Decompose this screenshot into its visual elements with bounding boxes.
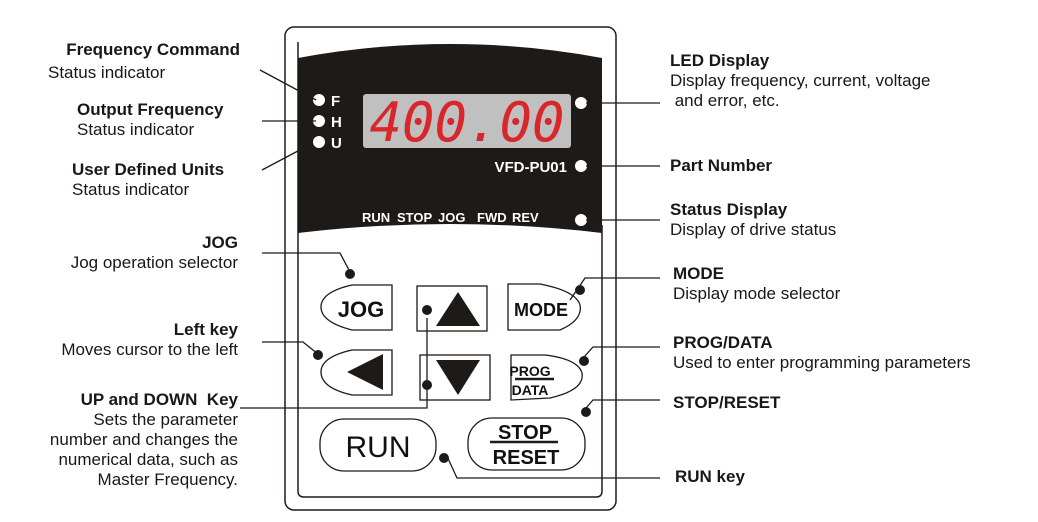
label-stop-reset: STOP/RESET [673, 393, 780, 413]
indicator-u-led [313, 136, 325, 148]
stop-key-label: STOP [498, 422, 552, 444]
indicator-h-led [313, 115, 325, 127]
label-title: MODE [673, 264, 724, 283]
down-arrow-icon [436, 360, 480, 395]
label-title: Frequency Command [66, 40, 240, 59]
label-part-number: Part Number [670, 156, 772, 176]
mode-key-label: MODE [514, 300, 568, 320]
label-led-display: LED Display Display frequency, current, … [670, 51, 930, 111]
status-rev: REV [512, 210, 539, 225]
status-run: RUN [362, 210, 390, 225]
keypad-inner-face [297, 42, 603, 498]
label-desc: Display frequency, current, voltage [670, 71, 931, 90]
indicator-h-label: H [331, 114, 342, 131]
data-key-label: DATA [512, 382, 549, 398]
indicator-f-label: F [331, 93, 340, 110]
label-desc: number and changes the [49, 430, 238, 449]
led-display-value: 400.00 [369, 91, 564, 154]
prog-key-label: PROG [509, 363, 550, 379]
label-title: Status Display [670, 200, 788, 219]
prog-data-key[interactable]: PROG DATA [509, 354, 583, 401]
label-title: JOG [202, 233, 238, 252]
label-title: Output Frequency [77, 100, 224, 119]
part-number-text: VFD-PU01 [494, 159, 567, 176]
label-title: Left key [173, 320, 238, 339]
indicator-f-led [313, 94, 325, 106]
label-title: RUN key [675, 467, 745, 486]
label-up-down-key: UP and DOWN Key Sets the parameter numbe… [50, 390, 238, 490]
leader-lines [240, 69, 660, 479]
label-desc: Status indicator [48, 63, 166, 82]
label-desc: Status indicator [77, 120, 195, 139]
status-display-dot [575, 214, 587, 226]
label-desc: and error, etc. [670, 91, 780, 110]
label-desc: Display of drive status [670, 220, 837, 239]
left-key[interactable] [320, 349, 393, 396]
label-prog-data: PROG/DATA Used to enter programming para… [673, 333, 971, 373]
label-mode: MODE Display mode selector [673, 264, 840, 304]
label-frequency-command: Frequency Command [66, 40, 240, 60]
label-title: LED Display [670, 51, 770, 70]
status-fwd: FWD [477, 210, 507, 225]
stop-reset-key[interactable] [467, 417, 586, 471]
label-title: User Defined Units [72, 160, 225, 179]
label-title: Part Number [670, 156, 773, 175]
run-key[interactable] [319, 418, 437, 472]
left-arrow-icon [347, 354, 383, 390]
label-desc: Display mode selector [673, 284, 841, 303]
led-display-dot [575, 97, 587, 109]
label-desc: Status indicator [72, 180, 190, 199]
part-number-dot [575, 160, 587, 172]
label-title: STOP/RESET [673, 393, 781, 412]
reset-key-label: RESET [493, 447, 560, 469]
label-left-key: Left key Moves cursor to the left [61, 320, 238, 360]
jog-key[interactable]: JOG [320, 284, 393, 331]
label-frequency-command-desc: Status indicator [48, 63, 165, 83]
label-desc: Used to enter programming parameters [673, 353, 971, 372]
label-desc: Sets the parameter [93, 410, 238, 429]
down-key[interactable] [419, 354, 491, 401]
label-desc: Jog operation selector [70, 253, 238, 272]
label-user-defined-units: User Defined Units Status indicator [72, 160, 224, 200]
indicator-u-label: U [331, 135, 342, 152]
label-output-frequency: Output Frequency Status indicator [77, 100, 223, 140]
label-jog: JOG Jog operation selector [71, 233, 238, 273]
label-status-display: Status Display Display of drive status [670, 200, 836, 240]
status-jog: JOG [438, 210, 465, 225]
label-run-key: RUN key [675, 467, 745, 487]
label-desc: Master Frequency. [97, 470, 238, 489]
led-window [363, 94, 571, 148]
label-title: PROG/DATA [673, 333, 773, 352]
label-desc: numerical data, such as [58, 450, 238, 469]
jog-key-label: JOG [338, 297, 384, 322]
label-title: UP and DOWN Key [80, 390, 238, 409]
status-stop: STOP [397, 210, 432, 225]
mode-key[interactable]: MODE [507, 283, 581, 331]
up-arrow-icon [436, 292, 480, 326]
status-display: RUN STOP JOG FWD REV [362, 210, 539, 225]
leader-dots [313, 269, 591, 463]
label-desc: Moves cursor to the left [61, 340, 238, 359]
run-key-label: RUN [346, 431, 411, 464]
